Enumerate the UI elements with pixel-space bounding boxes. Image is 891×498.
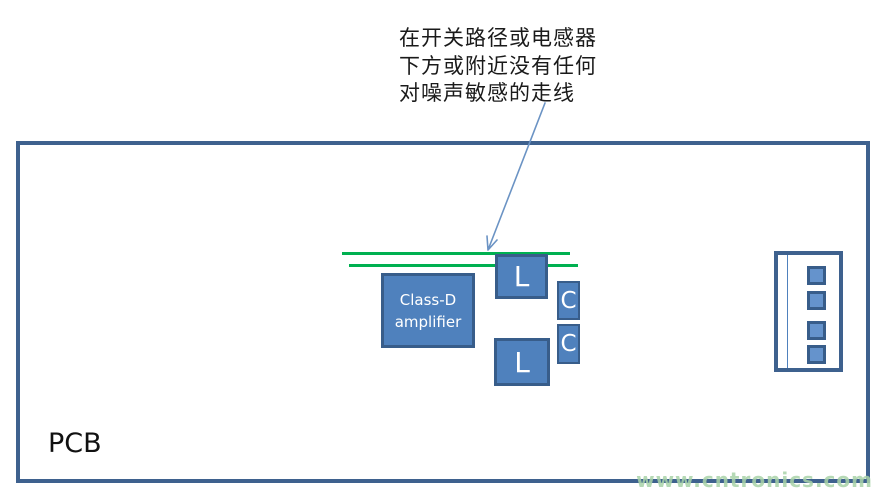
connector-box [774,251,843,372]
trace-line-bottom [349,264,578,267]
connector-pin [807,321,826,340]
connector-divider-line [787,255,788,368]
annotation-line-2: 下方或附近没有任何 [399,53,597,78]
connector-pin [807,291,826,310]
watermark-text: www.cntronics.com [636,468,873,492]
connector-pin [807,266,826,285]
inductor-bottom-box: L [494,338,550,386]
pcb-outline [16,141,870,483]
amplifier-label-line2: amplifier [394,312,462,331]
capacitor-top-box: C [557,281,580,320]
connector-pin [807,345,826,364]
amplifier-label-line1: Class-D [399,290,457,309]
inductor-top-label: L [513,260,530,293]
inductor-top-box: L [495,254,548,299]
capacitor-bottom-box: C [557,324,580,364]
class-d-amplifier-label: Class-D amplifier [395,289,462,333]
inductor-bottom-label: L [514,345,530,379]
class-d-amplifier-box: Class-D amplifier [381,273,475,348]
trace-line-top [342,252,570,255]
capacitor-top-label: C [560,287,577,314]
pcb-label: PCB [48,428,102,459]
annotation-text: 在开关路径或电感器 下方或附近没有任何 对噪声敏感的走线 [399,25,597,108]
annotation-line-3: 对噪声敏感的走线 [399,81,575,105]
annotation-line-1: 在开关路径或电感器 [399,26,597,50]
capacitor-bottom-label: C [560,331,577,357]
